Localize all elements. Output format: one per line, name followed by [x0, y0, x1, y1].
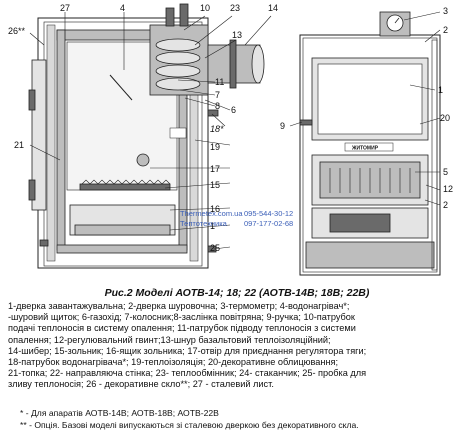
callout-12: 12 [443, 184, 453, 194]
bottom-plate [56, 244, 188, 254]
callout-23: 23 [230, 3, 240, 13]
watermark-company: Тептотехника [180, 219, 228, 228]
flue-pipe-opening [251, 44, 265, 84]
leader-lines-right [289, 11, 441, 206]
return-pipe [39, 239, 49, 247]
callout-10: 10 [200, 3, 210, 13]
front-casing [299, 34, 441, 276]
brand-plate [344, 142, 394, 152]
callout-5: 5 [443, 167, 448, 177]
callout-25: 25 [210, 243, 220, 253]
parts-legend: 1-дверка завантажувальна; 2-дверка шуров… [8, 301, 470, 391]
water-heater-nozzle [207, 109, 219, 117]
legend-line: подачі теплоносія в систему опалення; 11… [8, 323, 356, 334]
boiler-diagram: 27 4 10 23 13 14 26** 11 7 8 6 18* 21 19… [8, 3, 453, 276]
callout-18: 18* [210, 124, 224, 134]
callout-13: 13 [232, 30, 242, 40]
grate [79, 183, 171, 191]
callout-20: 20 [440, 113, 450, 123]
callout-4: 4 [120, 3, 125, 13]
damper [229, 39, 237, 89]
callout-17: 17 [210, 164, 220, 174]
front-view: ЖИТОМИР [299, 11, 441, 276]
loading-door-glass [317, 63, 423, 135]
legend-line: 14-шибер; 15-зольник; 16-ящик зольника; … [8, 345, 367, 356]
left-water-jacket [56, 29, 66, 251]
hot-water-pipe [179, 3, 189, 27]
water-heater-coil [155, 38, 201, 91]
insulation-left [46, 24, 56, 262]
door-handle [299, 119, 313, 126]
thermometer-needle [394, 17, 400, 24]
door-handle-upper [28, 89, 36, 111]
callout-21: 21 [14, 140, 24, 150]
cross-section-view [28, 3, 265, 269]
door-handle-lower [28, 179, 36, 201]
ash-box [74, 224, 171, 236]
side-badge [169, 127, 187, 139]
callout-11: 11 [215, 77, 224, 87]
ash-opening [329, 213, 391, 233]
callout-6: 6 [231, 105, 236, 115]
callout-9: 9 [280, 121, 285, 131]
callout-16: 16 [210, 204, 220, 214]
legend-line: 1-дверка завантажувальна; 2-дверка шуров… [8, 301, 350, 311]
footnote-double-star: ** - Опція. Базові моделі випускаються з… [20, 420, 359, 430]
guiding-wall [109, 74, 133, 101]
callout-8: 8 [215, 101, 220, 111]
legend-line: 21-топка; 22- направляюча стінка; 23- те… [8, 368, 367, 379]
base-panel [305, 241, 435, 269]
watermark-site: Thermetex.com.ua [180, 209, 243, 218]
figure-caption: Рис.2 Моделі АОТВ-14; 18; 22 (АОТВ-14В; … [104, 287, 370, 299]
callout-2-top: 2 [443, 25, 448, 35]
legend-line: -шуровий щиток; 6-газохід; 7-колосник;8-… [8, 312, 355, 323]
legend-line: 18-патрубок водонагрівача*; 19-теплоізол… [8, 357, 339, 368]
poker-door-slots [329, 168, 411, 193]
footnotes: * - Для апаратів АОТВ-14В; АОТВ-18В; АОТ… [20, 407, 470, 431]
callout-14: 14 [268, 3, 278, 13]
callout-3: 3 [443, 6, 448, 16]
brand-plate-text: ЖИТОМИР [351, 146, 379, 152]
side-edge [431, 39, 438, 271]
legend-line: зливу теплоносія; 26 - декоративне скло*… [8, 379, 274, 390]
supply-pipe [165, 7, 175, 27]
callout-19: 19 [210, 142, 220, 152]
footnote-single-star: * - Для апаратів АОТВ-14В; АОТВ-18В; АОТ… [20, 408, 219, 418]
callout-1: 1 [210, 221, 215, 231]
front-door-panel [31, 59, 47, 211]
leader-lines-left [29, 12, 272, 250]
legend-line: опалення; 12-регулювальний гвинт;13-шнур… [8, 334, 331, 345]
callout-27: 27 [60, 3, 70, 13]
air-damper [136, 153, 150, 167]
callout-2: 2 [443, 200, 448, 210]
callout-1-right: 1 [438, 85, 443, 95]
watermark-phone2: 097-177-02-68 [244, 219, 293, 228]
callout-26: 26** [8, 26, 26, 36]
grate-teeth [81, 179, 171, 185]
watermark-phone1: 095-544-30-12 [244, 209, 293, 218]
callout-7: 7 [215, 90, 220, 100]
callout-15: 15 [210, 180, 220, 190]
